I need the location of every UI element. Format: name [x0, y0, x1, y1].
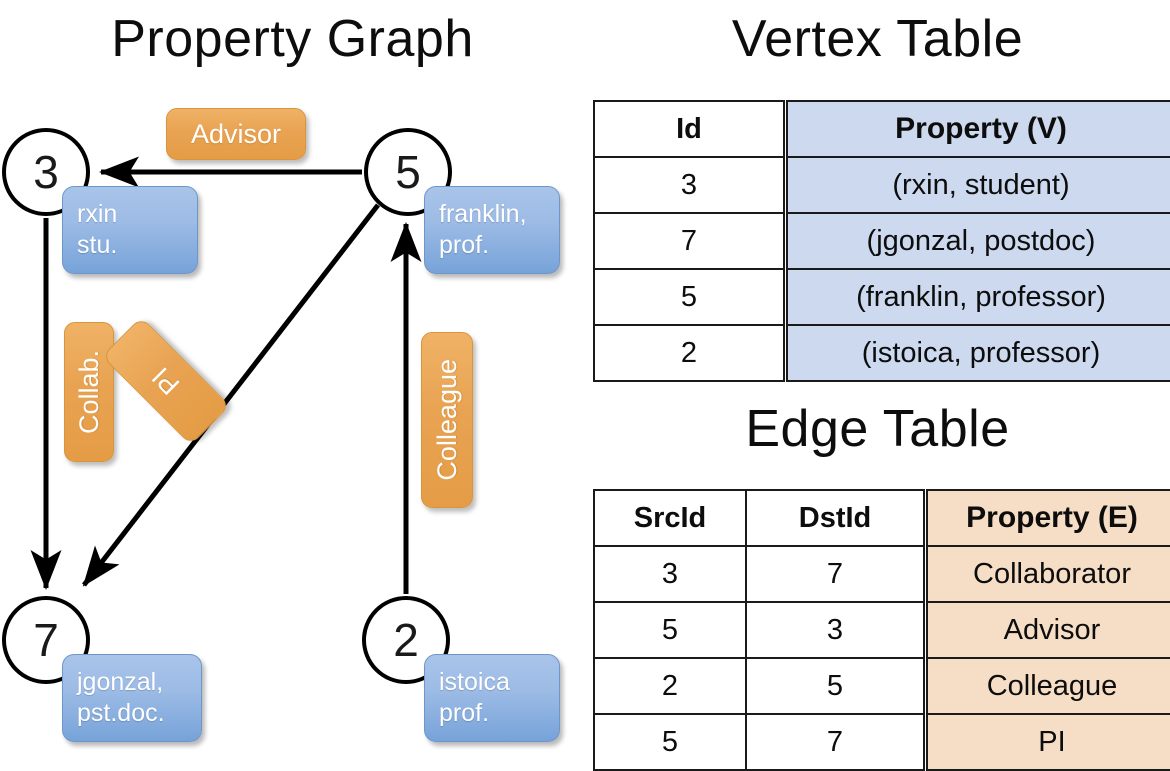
vertex-property-2-line1: istoica — [439, 667, 559, 698]
edge-table: SrcId DstId Property (E) 3 7 Collaborato… — [593, 489, 1170, 771]
edge-row-3-srcid: 5 — [594, 714, 746, 770]
vertex-table-header-property: Property (V) — [786, 101, 1170, 157]
edge-property-box-collab: Collab. — [64, 322, 114, 462]
edge-row-2-dstid: 5 — [746, 658, 926, 714]
graph-node-7-label: 7 — [33, 617, 59, 663]
edge-property-pi-text: PI — [146, 361, 186, 401]
table-row: 7 (jgonzal, postdoc) — [594, 213, 1170, 269]
vertex-row-2-id: 5 — [594, 269, 786, 325]
vertex-property-box-5: franklin, prof. — [424, 186, 560, 274]
edge-row-1-dstid: 3 — [746, 602, 926, 658]
edge-row-1-srcid: 5 — [594, 602, 746, 658]
vertex-property-box-2: istoica prof. — [424, 654, 560, 742]
table-row: 3 (rxin, student) — [594, 157, 1170, 213]
edge-property-box-advisor: Advisor — [166, 108, 306, 160]
edge-table-header-srcid: SrcId — [594, 490, 746, 546]
vertex-row-3-property: (istoica, professor) — [786, 325, 1170, 381]
table-row: 3 7 Collaborator — [594, 546, 1170, 602]
vertex-property-3-line1: rxin — [77, 199, 197, 230]
vertex-property-7-line1: jgonzal, — [77, 667, 201, 698]
vertex-property-5-line1: franklin, — [439, 199, 559, 230]
vertex-table-header-row: Id Property (V) — [594, 101, 1170, 157]
graph-node-2-label: 2 — [393, 617, 419, 663]
vertex-row-1-property: (jgonzal, postdoc) — [786, 213, 1170, 269]
property-graph-diagram: 3 5 7 2 rxin stu. franklin, prof. jgonza… — [0, 0, 585, 760]
edge-table-header-dstid: DstId — [746, 490, 926, 546]
vertex-property-box-7: jgonzal, pst.doc. — [62, 654, 202, 742]
vertex-property-7-line2: pst.doc. — [77, 698, 201, 729]
vertex-row-2-property: (franklin, professor) — [786, 269, 1170, 325]
vertex-table: Id Property (V) 3 (rxin, student) 7 (jgo… — [593, 100, 1170, 382]
edge-row-0-property: Collaborator — [926, 546, 1170, 602]
page-title-vertex-table: Vertex Table — [585, 8, 1170, 70]
edge-row-2-property: Colleague — [926, 658, 1170, 714]
edge-row-3-dstid: 7 — [746, 714, 926, 770]
edge-row-3-property: PI — [926, 714, 1170, 770]
graph-node-3-label: 3 — [33, 149, 59, 195]
vertex-property-3-line2: stu. — [77, 230, 197, 261]
edge-row-0-dstid: 7 — [746, 546, 926, 602]
table-row: 2 (istoica, professor) — [594, 325, 1170, 381]
vertex-row-0-property: (rxin, student) — [786, 157, 1170, 213]
table-row: 5 7 PI — [594, 714, 1170, 770]
edge-row-2-srcid: 2 — [594, 658, 746, 714]
edge-property-box-colleague: Colleague — [421, 332, 473, 508]
table-row: 2 5 Colleague — [594, 658, 1170, 714]
vertex-row-1-id: 7 — [594, 213, 786, 269]
vertex-row-0-id: 3 — [594, 157, 786, 213]
page-title-edge-table: Edge Table — [585, 398, 1170, 460]
edge-table-header-property: Property (E) — [926, 490, 1170, 546]
edge-table-header-row: SrcId DstId Property (E) — [594, 490, 1170, 546]
edge-row-1-property: Advisor — [926, 602, 1170, 658]
edge-property-collab-text: Collab. — [74, 350, 105, 434]
graph-node-5-label: 5 — [395, 149, 421, 195]
table-row: 5 (franklin, professor) — [594, 269, 1170, 325]
edge-property-colleague-text: Colleague — [432, 359, 463, 481]
edge-property-advisor-text: Advisor — [191, 119, 281, 150]
table-row: 5 3 Advisor — [594, 602, 1170, 658]
edge-row-0-srcid: 3 — [594, 546, 746, 602]
vertex-row-3-id: 2 — [594, 325, 786, 381]
vertex-property-box-3: rxin stu. — [62, 186, 198, 274]
vertex-table-header-id: Id — [594, 101, 786, 157]
vertex-property-5-line2: prof. — [439, 230, 559, 261]
vertex-property-2-line2: prof. — [439, 698, 559, 729]
